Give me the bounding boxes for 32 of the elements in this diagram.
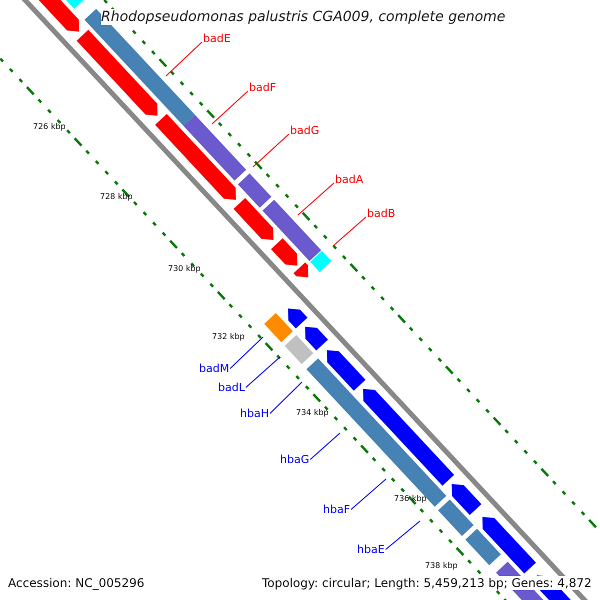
gene-label: badA <box>335 173 364 186</box>
gene-label: hbaG <box>280 453 310 466</box>
tick-label: 728 kbp <box>100 192 133 201</box>
leader-line <box>230 336 264 369</box>
gene-label: badL <box>218 381 245 394</box>
gene-label: badE <box>203 32 231 45</box>
tick-label: 730 kbp <box>168 264 201 273</box>
footer-text: Topology: circular; Length: 5,459,213 bp; Genes: 4,872 <box>262 576 592 590</box>
gene-label: badB <box>367 207 396 220</box>
gene-label: badG <box>290 124 320 137</box>
leader-line <box>252 134 290 168</box>
leader-line <box>245 356 280 388</box>
leader-line <box>298 182 334 216</box>
leader-line <box>332 216 366 246</box>
gene-label: hbaE <box>357 543 385 556</box>
tick-label: 726 kbp <box>33 122 66 131</box>
leader-line <box>269 382 302 414</box>
footer-text: Accession: NC_005296 <box>8 576 144 590</box>
gene-label: hbaH <box>240 407 269 420</box>
leader-line <box>350 478 386 510</box>
tick-label: 734 kbp <box>296 408 329 417</box>
leader-line <box>166 42 202 76</box>
gene-label: badM <box>199 362 230 375</box>
leader-line <box>385 520 420 550</box>
leader-line <box>310 432 340 460</box>
gene-label: badF <box>249 81 276 94</box>
tick-label: 738 kbp <box>425 561 458 570</box>
gene-label: hbaF <box>323 503 350 516</box>
tick-label: 732 kbp <box>212 332 245 341</box>
tick-label: 736 kbp <box>394 494 427 503</box>
title: Rhodopseudomonas palustris CGA009, complete genome <box>101 9 506 25</box>
leader-line <box>212 90 248 124</box>
